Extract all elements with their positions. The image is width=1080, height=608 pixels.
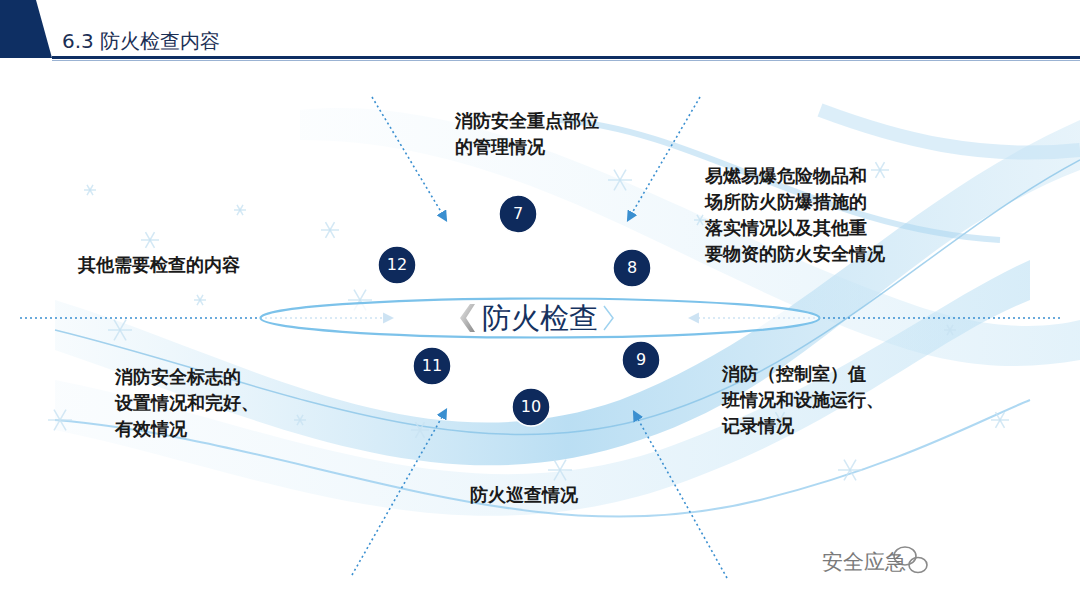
number-circle: 8: [612, 248, 652, 288]
number-circle: 10: [511, 387, 551, 427]
slide-title: 6.3 防火检查内容: [62, 28, 220, 55]
number-circle: 7: [498, 194, 538, 234]
snowflake-decoration: [48, 162, 1009, 480]
item-label-box: 易燃易爆危险物品和 场所防火防爆措施的 落实情况以及其他重 要物资的防火安全情况: [705, 163, 921, 267]
item-label: 消防安全重点部位 的管理情况: [455, 108, 671, 160]
number-circle: 9: [621, 340, 661, 380]
item-label-box: 消防安全标志的 设置情况和完好、 有效情况: [115, 364, 331, 442]
header-bar: [0, 0, 1080, 61]
item-label-box: 消防（控制室）值 班情况和设施运行、 记录情况: [722, 361, 938, 439]
callout-number: 12: [387, 257, 407, 273]
item-label-box: 其他需要检查的内容: [78, 252, 294, 278]
dotted-arrow: [20, 97, 1060, 578]
item-label-box: 防火巡查情况: [470, 482, 686, 508]
item-label: 消防（控制室）值 班情况和设施运行、 记录情况: [722, 361, 938, 439]
watermark: 安全应急: [822, 547, 1074, 577]
callout-number: 7: [513, 206, 523, 222]
callout-number: 8: [627, 260, 637, 276]
number-circle: 11: [412, 346, 452, 386]
item-label: 其他需要检查的内容: [78, 252, 294, 278]
center-label: 防火检查: [482, 304, 598, 333]
callout-number: 11: [422, 358, 442, 374]
wave-decoration: [55, 108, 1080, 517]
center-ellipse: 防火检查: [259, 297, 821, 339]
watermark-box: 安全应急: [822, 547, 1074, 577]
callout-number: 10: [521, 399, 541, 415]
item-label-box: 消防安全重点部位 的管理情况: [455, 108, 671, 160]
callout-number: 9: [636, 352, 646, 368]
item-label: 防火巡查情况: [470, 482, 686, 508]
item-label: 易燃易爆危险物品和 场所防火防爆措施的 落实情况以及其他重 要物资的防火安全情况: [705, 163, 921, 267]
item-label: 消防安全标志的 设置情况和完好、 有效情况: [115, 364, 331, 442]
number-circle: 12: [377, 245, 417, 285]
title-text: 6.3 防火检查内容: [62, 28, 220, 55]
